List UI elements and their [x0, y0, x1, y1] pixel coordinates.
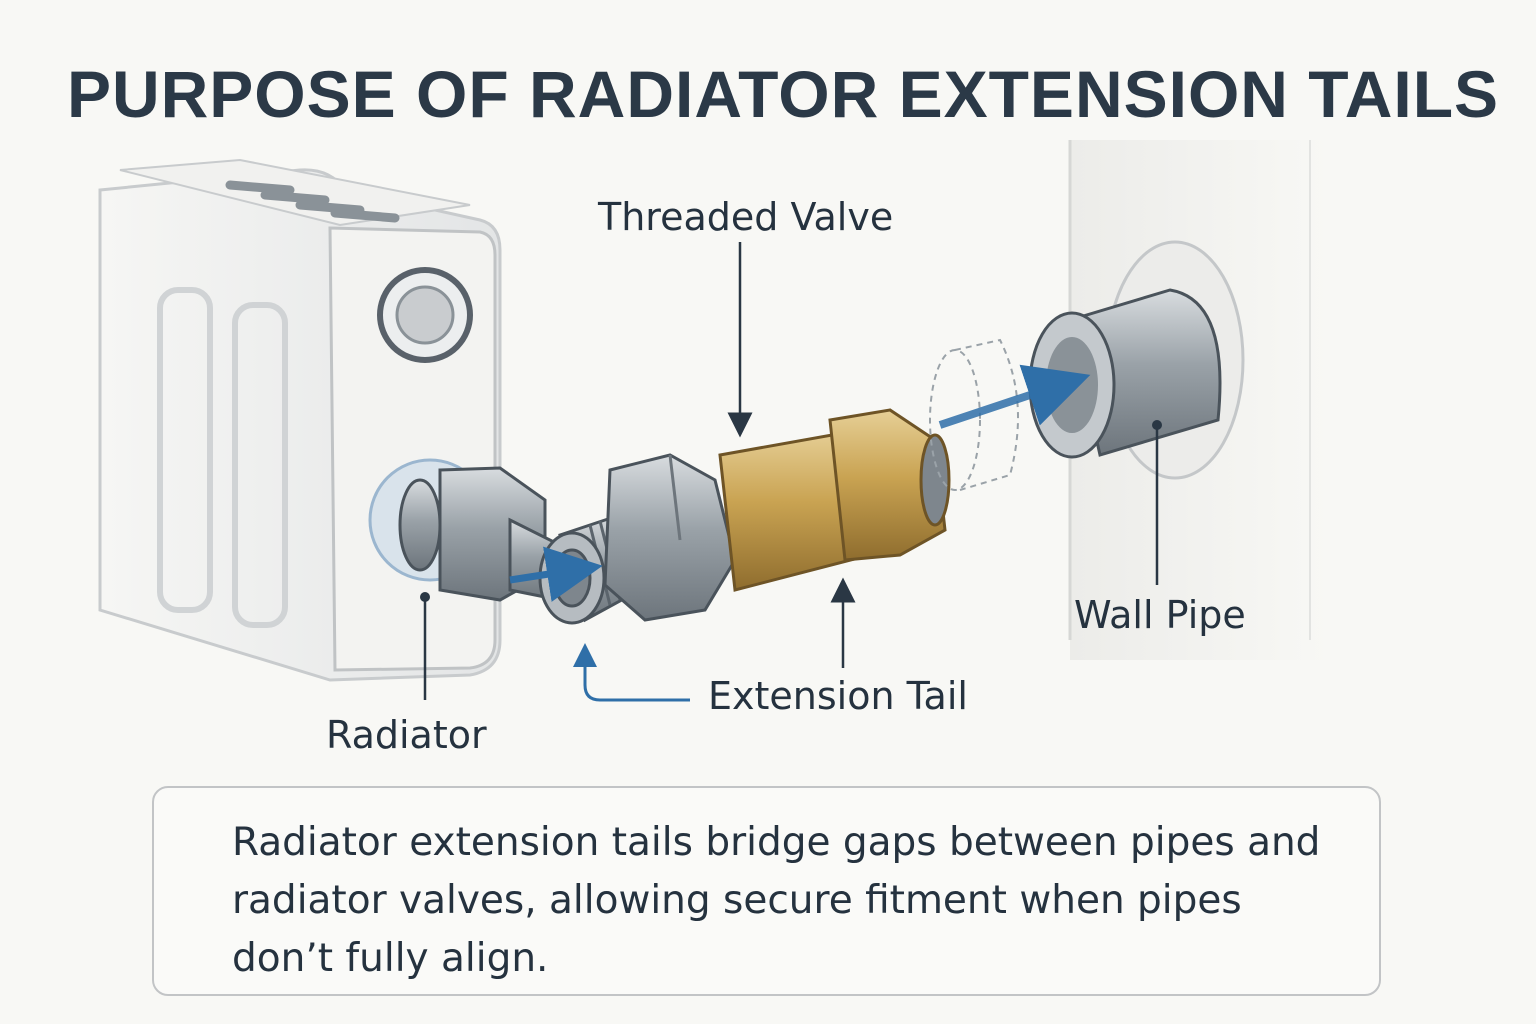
wall-pipe: [1028, 240, 1245, 480]
label-radiator: Radiator: [326, 713, 487, 757]
radiator-pointer-dot: [420, 592, 430, 602]
radiator-body: [98, 158, 502, 682]
caption-box: Radiator extension tails bridge gaps bet…: [152, 786, 1381, 996]
flow-arrow-wall: [938, 364, 1091, 429]
extension-tail-curved-arrow: [573, 643, 690, 702]
brass-extension-body: [718, 408, 951, 592]
label-threaded-valve: Threaded Valve: [598, 195, 894, 239]
wall-pipe-pointer-dot: [1152, 420, 1162, 430]
label-wall-pipe: Wall Pipe: [1074, 593, 1246, 637]
page-title: PURPOSE OF RADIATOR EXTENSION TAILS: [66, 57, 1500, 131]
flow-arrow-radiator: [509, 546, 603, 602]
hex-nut: [603, 453, 737, 622]
ghost-pipe-outline: [929, 338, 1019, 491]
label-extension-tail: Extension Tail: [708, 674, 968, 718]
caption-text: Radiator extension tails bridge gaps bet…: [232, 820, 1321, 981]
